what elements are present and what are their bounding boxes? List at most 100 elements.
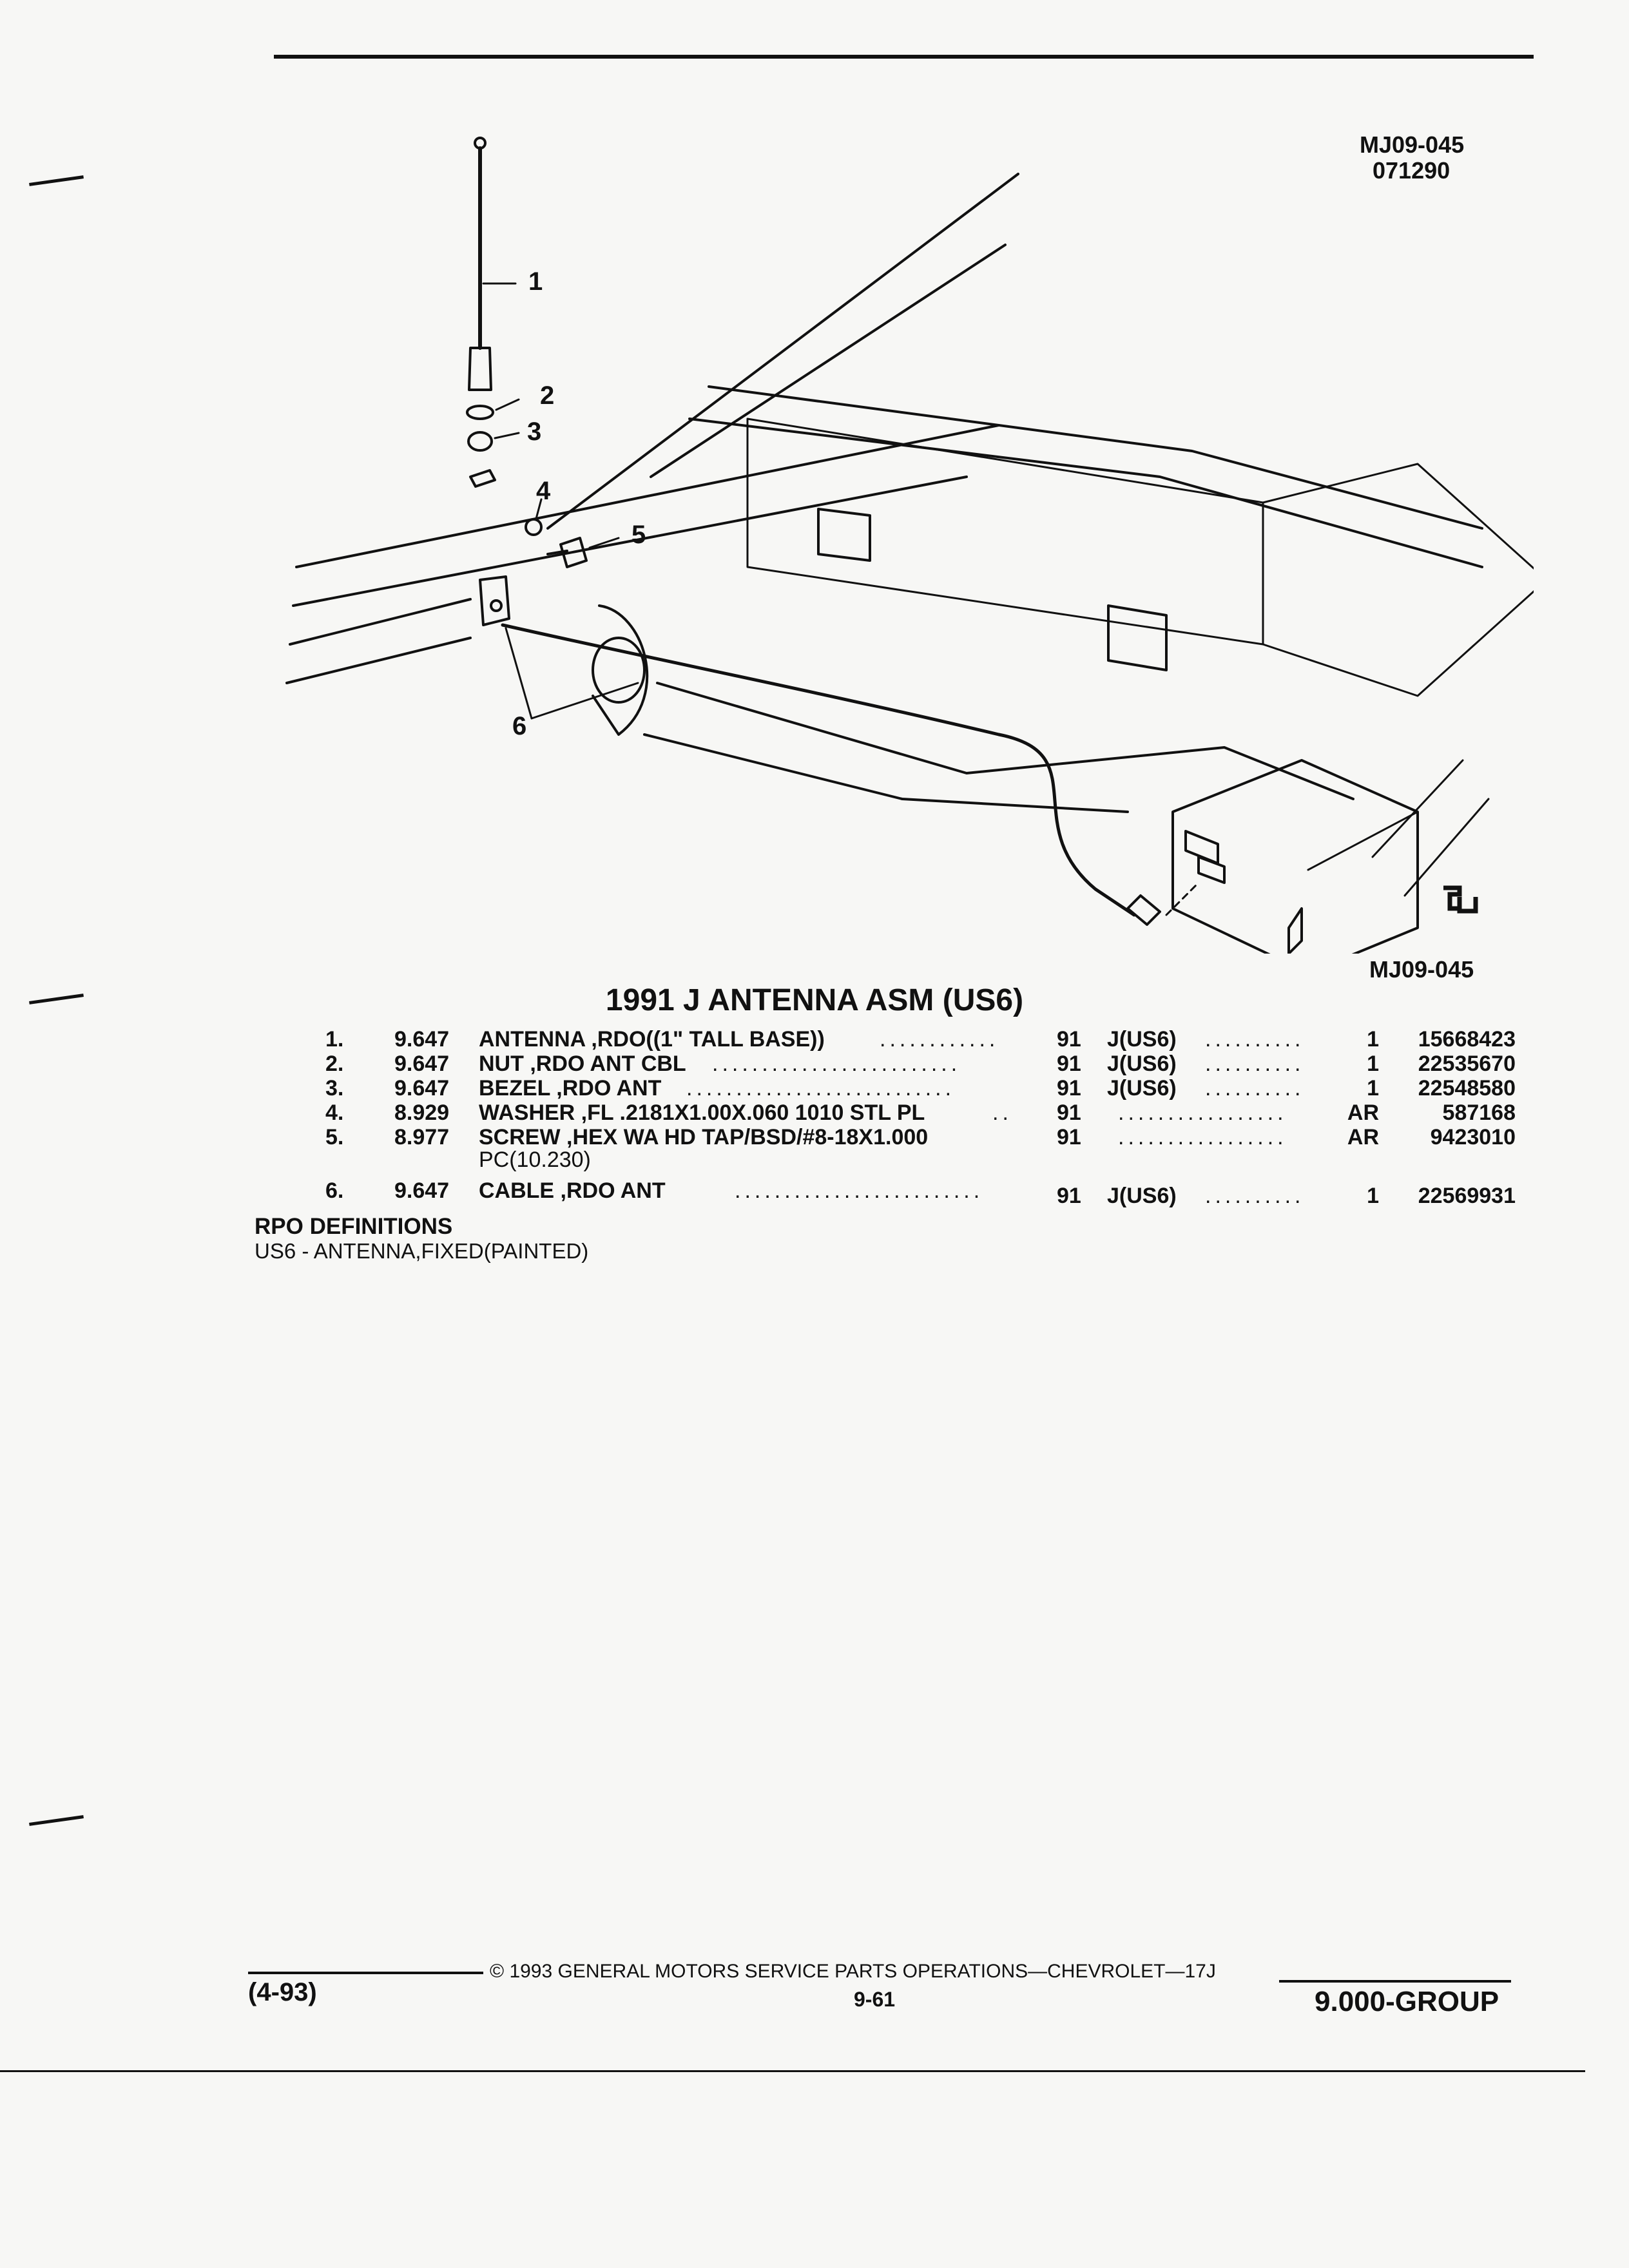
fender-line <box>285 637 472 684</box>
antenna-exploded-diagram <box>285 137 1534 954</box>
screw-shaft <box>546 550 568 555</box>
rpo-heading: RPO DEFINITIONS <box>255 1214 453 1239</box>
fender-line <box>289 598 472 646</box>
footer-group: 9.000-GROUP <box>1315 1986 1499 2017</box>
floor-tunnel <box>643 733 1129 813</box>
group-number: 9.647 <box>394 1027 450 1052</box>
fender-line <box>295 424 1000 568</box>
model-code: J(US6) <box>1107 1027 1177 1052</box>
part-description: BEZEL ,RDO ANT <box>479 1076 662 1100</box>
quantity: 1 <box>1367 1052 1379 1076</box>
item-number: 6. <box>325 1178 344 1203</box>
floor-tunnel <box>656 682 1354 800</box>
antenna-nut <box>466 405 494 420</box>
bottom-rule <box>0 2070 1585 2072</box>
footer-copyright: © 1993 GENERAL MOTORS SERVICE PARTS OPER… <box>490 1961 1216 1982</box>
dash-panel <box>1262 463 1534 697</box>
leader-line <box>495 398 520 411</box>
item-number: 4. <box>325 1100 344 1125</box>
quantity: AR <box>1347 1100 1379 1125</box>
mount-hole <box>469 469 496 488</box>
cowl-line <box>688 418 1483 568</box>
antenna-cable <box>501 623 1136 917</box>
radio-slot <box>1287 907 1303 954</box>
part-number: 22569931 <box>1418 1184 1516 1208</box>
fender-line <box>292 476 968 607</box>
cowl-line <box>708 385 1483 530</box>
part-number: 9423010 <box>1430 1125 1516 1149</box>
radio-port <box>1197 856 1226 884</box>
group-number: 9.647 <box>394 1076 450 1100</box>
cable-mount <box>479 575 510 626</box>
quantity: 1 <box>1367 1184 1379 1208</box>
group-number: 9.647 <box>394 1178 450 1203</box>
top-rule <box>274 55 1534 59</box>
callout-5: 5 <box>631 521 646 549</box>
radio-receiver-box <box>1171 759 1419 954</box>
model-year: 91 <box>1057 1027 1081 1052</box>
part-number: 22535670 <box>1418 1052 1516 1076</box>
model-year: 91 <box>1057 1125 1081 1149</box>
callout-6: 6 <box>512 712 527 740</box>
leader-line <box>1165 881 1200 916</box>
callout-2: 2 <box>540 381 555 410</box>
illustration-code-date: 071290 <box>1373 157 1451 184</box>
model-code: J(US6) <box>1107 1052 1177 1076</box>
radio-bracket <box>1371 759 1464 858</box>
illustration-code: MJ09-045 071290 <box>1360 132 1464 184</box>
part-number: 587168 <box>1442 1100 1516 1125</box>
callout-4: 4 <box>536 477 551 505</box>
margin-mark <box>29 1815 84 1826</box>
radio-cutout <box>1107 604 1168 671</box>
model-year: 91 <box>1057 1076 1081 1100</box>
section-title: 1991 J ANTENNA ASM (US6) <box>605 983 1024 1017</box>
part-description: NUT ,RDO ANT CBL <box>479 1052 686 1076</box>
quantity: 1 <box>1367 1076 1379 1100</box>
part-number: 15668423 <box>1418 1027 1516 1052</box>
antenna-tip <box>474 137 487 149</box>
model-code: J(US6) <box>1107 1184 1177 1208</box>
dash-panel <box>746 418 1264 646</box>
quantity: 1 <box>1367 1027 1379 1052</box>
margin-mark <box>29 175 84 186</box>
footer-rule-left <box>248 1972 483 1974</box>
footer-page-number: 9-61 <box>854 1988 896 2011</box>
duct-ring <box>592 637 646 704</box>
radio-bracket <box>1403 798 1490 897</box>
callout-3: 3 <box>527 418 542 446</box>
part-description: WASHER ,FL .2181X1.00X.060 1010 STL PL <box>479 1100 925 1125</box>
model-year: 91 <box>1057 1184 1081 1208</box>
washer <box>525 518 543 536</box>
item-number: 2. <box>325 1052 344 1076</box>
illustration-code-number: MJ09-045 <box>1360 131 1465 158</box>
gm-logo-icon <box>1443 885 1478 914</box>
quantity: AR <box>1347 1125 1379 1149</box>
part-number: 22548580 <box>1418 1076 1516 1100</box>
footer-rule-right <box>1279 1980 1511 1983</box>
leader-line <box>505 627 533 720</box>
callout-1: 1 <box>528 267 543 296</box>
part-description: CABLE ,RDO ANT <box>479 1178 666 1203</box>
part-description: ANTENNA ,RDO((1" TALL BASE)) <box>479 1027 825 1052</box>
rpo-definitions: RPO DEFINITIONS US6 - ANTENNA,FIXED(PAIN… <box>255 1215 588 1264</box>
screw <box>559 537 588 568</box>
group-number: 9.647 <box>394 1052 450 1076</box>
duct <box>592 604 649 736</box>
windshield-line <box>650 244 1007 478</box>
leader-line <box>588 537 620 549</box>
part-description: SCREW ,HEX WA HD TAP/BSD/#8-18X1.000 <box>479 1125 929 1149</box>
cable-mount-bolt <box>490 599 503 612</box>
model-code: J(US6) <box>1107 1076 1177 1100</box>
footer-date-code: (4-93) <box>248 1978 317 2006</box>
rpo-definition: US6 - ANTENNA,FIXED(PAINTED) <box>255 1239 589 1263</box>
radio-cutout <box>817 508 871 562</box>
item-number: 3. <box>325 1076 344 1100</box>
item-number: 1. <box>325 1027 344 1052</box>
leader-line <box>530 682 639 720</box>
part-description-continued: PC(10.230) <box>479 1148 591 1172</box>
cable-connector <box>1126 894 1161 926</box>
radio-receiver-box <box>1307 811 1419 871</box>
windshield-line <box>546 173 1019 530</box>
group-number: 8.929 <box>394 1100 450 1125</box>
illustration-code-bottom: MJ09-045 <box>1369 956 1474 983</box>
